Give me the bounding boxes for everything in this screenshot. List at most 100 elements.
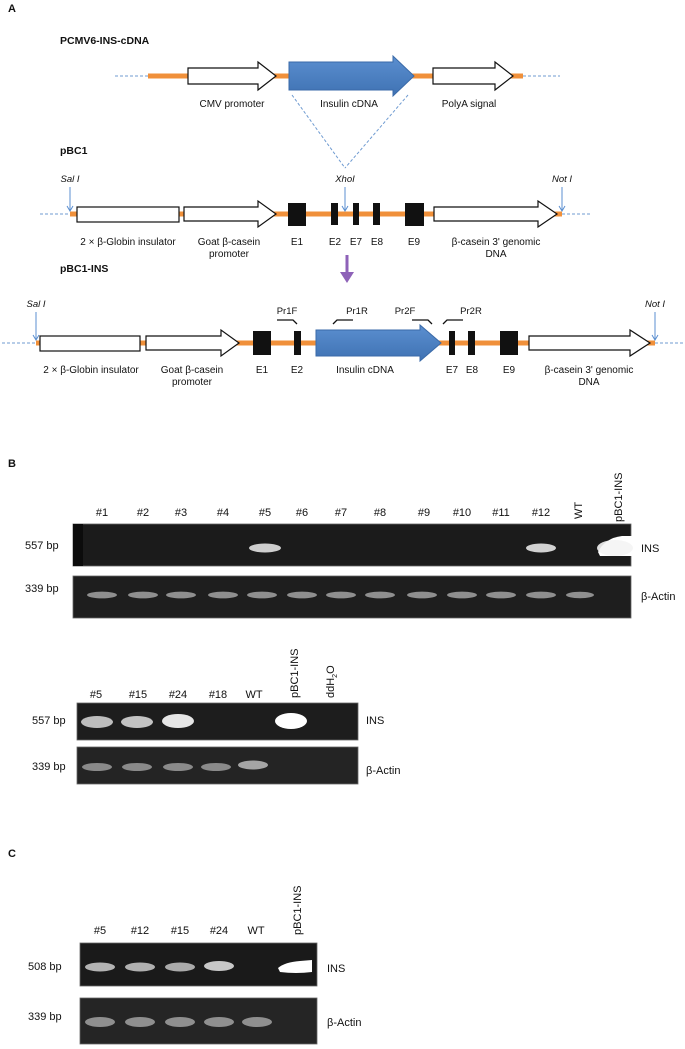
gel3-lane-label: #12 [131,925,149,937]
gel3-control-label: pBC1-INS [292,885,304,935]
exon-e8-label-b: E8 [466,365,479,376]
exon-e8 [373,203,380,225]
gel1-lane-label: #4 [217,507,229,519]
gel1-wt-label: WT [573,502,585,519]
insulin-cdna-label: Insulin cDNA [320,99,378,110]
band-c-15 [165,962,195,972]
polya-signal-arrow [432,60,514,92]
construct2-backbone [70,211,562,217]
gel1-ins-label: INS [641,543,659,555]
band-c-control [278,960,312,973]
not-site-label-2: Not I [645,299,665,310]
construct2-map [40,187,592,229]
gel1-lane-label: #1 [96,507,108,519]
exon-e1-label: E1 [291,237,304,248]
gel1-lane-label: #11 [492,507,510,519]
gel1-ins-panel [72,523,633,567]
casein-promoter-label-2a: Goat β-casein [161,365,223,376]
cmv-promoter-label: CMV promoter [199,99,265,110]
band-c-5 [85,962,115,972]
band-ins-12 [526,543,556,553]
exon-e9-label: E9 [408,237,421,248]
gel3-ins-size: 508 bp [28,961,62,973]
exon-e1-label-b: E1 [256,365,269,376]
exon-e7-label-b: E7 [446,365,459,376]
primer-pr1f-label: Pr1F [277,306,298,317]
gel3-ins-panel [79,942,318,987]
sal-site-label: Sal I [60,174,79,185]
exon-e7 [353,203,359,225]
exon-e2-b [294,331,301,355]
exon-e9 [405,203,424,226]
casein-promoter-arrow [183,199,278,229]
band-c-24 [204,961,234,971]
gel2-wt-label: WT [245,689,262,701]
gel1-actin-label: β-Actin [641,591,675,603]
exon-e2 [331,203,338,225]
gel3-wt-label: WT [247,925,264,937]
construct1-title: PCMV6-INS-cDNA [60,35,150,47]
gel1-lane-label: #9 [418,507,430,519]
gel3-actin-size: 339 bp [28,1011,62,1023]
polya-signal-label: PolyA signal [442,99,496,110]
gel2-lane-label: #15 [129,689,147,701]
gel2-control-label: pBC1-INS [289,648,301,698]
gel1-lane-label: #6 [296,507,308,519]
panel-b-letter: B [8,458,16,470]
gel3-lane-label: #24 [210,925,228,937]
gel2-ins-label: INS [366,715,384,727]
band-ins-5 [249,543,281,553]
band-ins-24 [162,714,194,728]
primer-pr2f-arrow [412,319,433,325]
exon-e1 [288,203,306,226]
casein-promoter-label-1: Goat β-casein [198,237,260,248]
cmv-promoter-arrow [187,60,277,92]
insulin-cdna-arrow [288,54,415,98]
exon-e8-b [468,331,475,355]
construct2-title: pBC1 [60,145,88,157]
gel1-lane-label: #7 [335,507,347,519]
gel1-lane-label: #3 [175,507,187,519]
band-c-12 [125,962,155,972]
gel1-ins-size: 557 bp [25,540,59,552]
casein-promoter-arrow-2 [145,328,241,358]
primer-pr1f-arrow [277,319,298,325]
band-ins-5b [81,716,113,728]
exon-e9-b [500,331,518,355]
casein-genomic-arrow [433,199,559,229]
gel2-actin-label: β-Actin [366,765,400,777]
exon-e7-b [449,331,455,355]
gel1-lane-label: #5 [259,507,271,519]
primer-pr2r-arrow [442,319,463,325]
exon-e9-label-b: E9 [503,365,516,376]
globin-insulator-label-2: 2 × β-Globin insulator [43,365,139,376]
xho-site-label: XhoI [334,174,355,185]
gel2-ins-panel [76,702,359,741]
gel2-lane-label: #18 [209,689,227,701]
globin-insulator-box-2 [39,335,141,352]
casein-genomic-label-2: DNA [485,249,506,260]
gel3-actin-panel [79,997,318,1045]
gel3-actin-label: β-Actin [327,1017,361,1029]
ligation-arrow [340,255,354,283]
panel-c-letter: C [8,848,16,860]
exon-e2-label-b: E2 [291,365,304,376]
casein-genomic-arrow-2 [528,328,652,358]
primer-pr1r-arrow [332,319,353,325]
band-ins-15 [121,716,153,728]
gel1-lane-labels: #1 #2 #3 #4 #5 #6 #7 #8 #9 #10 #11 #12 W… [96,472,625,522]
gel1-actin-panel [72,575,632,619]
primer-pr2r-label: Pr2R [460,306,482,317]
sal-site-label-2: Sal I [26,299,45,310]
primer-pr2f-label: Pr2F [395,306,416,317]
gel2-lane-label: #24 [169,689,187,701]
exon-e8-label: E8 [371,237,384,248]
band-ins-control-b [275,713,307,729]
gel2-lane-label: #5 [90,689,102,701]
primer-pr1r-label: Pr1R [346,306,368,317]
sal-site-arrow-2 [32,312,40,341]
gel3-lane-label: #15 [171,925,189,937]
globin-insulator-box [76,206,180,223]
not-site-arrow [558,187,566,212]
